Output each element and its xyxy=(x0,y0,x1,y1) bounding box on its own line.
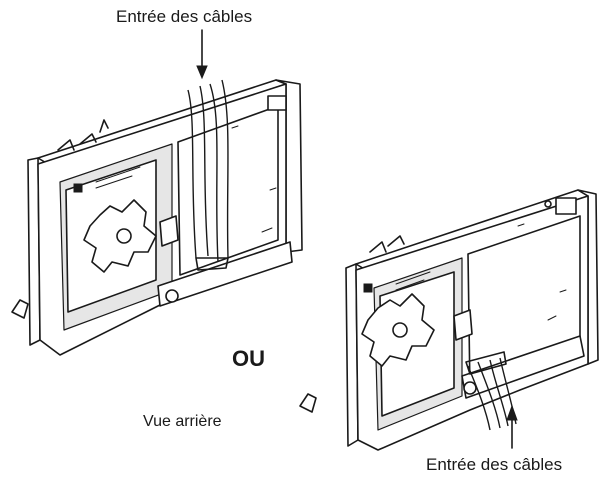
right-box-knockout xyxy=(463,381,477,395)
right-box-tab-1 xyxy=(369,241,387,253)
right-box-rotary-hub xyxy=(392,322,408,338)
right-box-screw-2 xyxy=(544,200,552,208)
left-cable-clamp xyxy=(195,257,229,271)
rear-view-label: Vue arrière xyxy=(143,413,222,430)
left-box-clip xyxy=(159,215,179,247)
right-box-slot-2 xyxy=(395,279,425,291)
left-box-slot-2 xyxy=(95,175,133,189)
left-box-screw-1 xyxy=(73,183,83,193)
left-cable-a xyxy=(187,89,197,259)
left-box-tab-1 xyxy=(57,139,75,151)
left-box-slot-1 xyxy=(95,166,141,183)
back-box-top-entry xyxy=(11,29,303,356)
left-box-right-wall xyxy=(275,79,303,253)
or-label: OU xyxy=(232,346,265,371)
right-box-screw-1 xyxy=(363,283,373,293)
right-cable-b xyxy=(477,361,501,429)
left-box-mark-2 xyxy=(269,187,277,191)
left-box-corner-latch xyxy=(267,95,287,111)
right-box-corner-latch xyxy=(555,197,577,215)
back-box-bottom-entry xyxy=(299,189,599,451)
left-box-rotary-hub xyxy=(116,228,132,244)
left-box-bottom-clip xyxy=(11,299,29,319)
left-cable-d xyxy=(221,79,229,259)
right-cable-clamp xyxy=(465,351,507,375)
right-box-mark-2 xyxy=(559,289,567,293)
cable-entry-top-label: Entrée des câbles xyxy=(116,7,253,26)
right-box-tab-2 xyxy=(387,235,405,247)
left-cable-c xyxy=(209,83,219,263)
right-box-mark-3 xyxy=(547,315,557,321)
right-box-mark-1 xyxy=(517,223,525,227)
left-cable-b xyxy=(199,85,209,257)
left-box-tab-3 xyxy=(99,119,109,133)
right-box-clip xyxy=(453,309,473,341)
bottom-entry-arrow-head xyxy=(506,404,518,421)
left-box-bottom-compartment xyxy=(157,241,293,307)
right-cable-a xyxy=(467,365,491,431)
right-box-slot-1 xyxy=(395,271,431,285)
right-box-bottom-clip xyxy=(299,393,317,413)
top-entry-arrow-head xyxy=(196,65,208,80)
left-box-tab-2 xyxy=(79,133,97,145)
cable-entry-bottom-label: Entrée des câbles xyxy=(426,455,563,474)
left-box-mark-3 xyxy=(261,227,273,233)
left-box-mark-1 xyxy=(231,125,239,129)
left-box-knockout xyxy=(165,289,179,303)
